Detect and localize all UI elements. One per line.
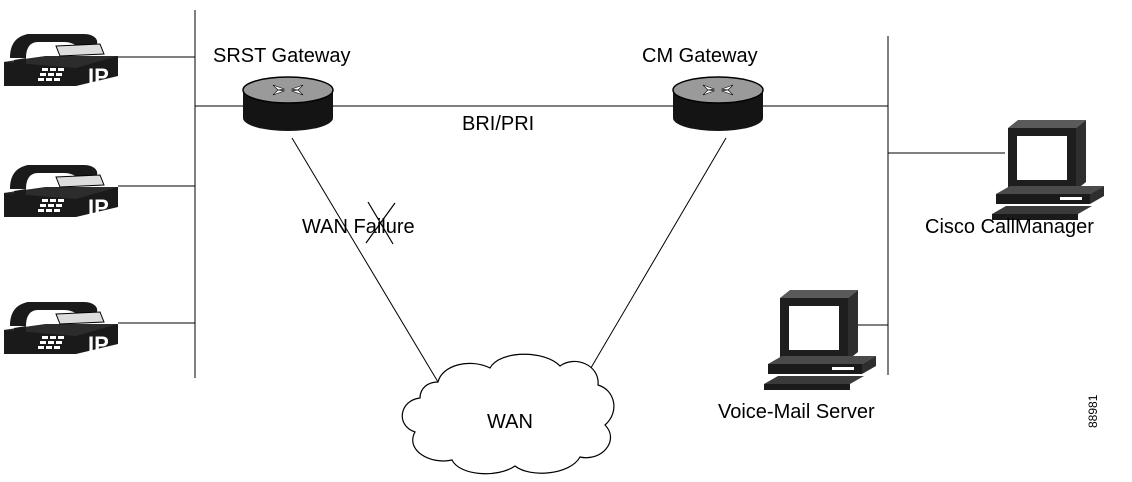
svg-text:IP: IP <box>88 195 109 220</box>
voice-mail-server-label: Voice-Mail Server <box>718 401 875 423</box>
wan-label: WAN <box>487 411 533 433</box>
failure-x-icon <box>365 201 396 245</box>
figure-id: 88981 <box>1086 394 1100 428</box>
srst-gateway-label: SRST Gateway <box>213 45 351 67</box>
bri-pri-label: BRI/PRI <box>462 113 535 135</box>
srst-router-icon <box>242 76 334 132</box>
cm-wan-link <box>584 137 727 379</box>
svg-text:IP: IP <box>88 332 109 357</box>
svg-text:IP: IP <box>88 64 109 89</box>
cm-router-icon <box>672 76 764 132</box>
cm-gateway-label: CM Gateway <box>642 45 758 67</box>
wan-cloud-icon <box>401 353 615 475</box>
wan-failure-label: WAN Failure <box>302 216 415 238</box>
ip-phone-icon: IP <box>3 33 119 89</box>
cisco-callmanager-label: Cisco CallManager <box>925 216 1094 238</box>
callmanager-computer-icon <box>992 120 1104 220</box>
ip-phone-icon: IP <box>3 301 119 357</box>
ip-phone-icon: IP <box>3 164 119 220</box>
srst-wan-link <box>291 137 439 383</box>
voicemail-computer-icon <box>764 290 876 390</box>
